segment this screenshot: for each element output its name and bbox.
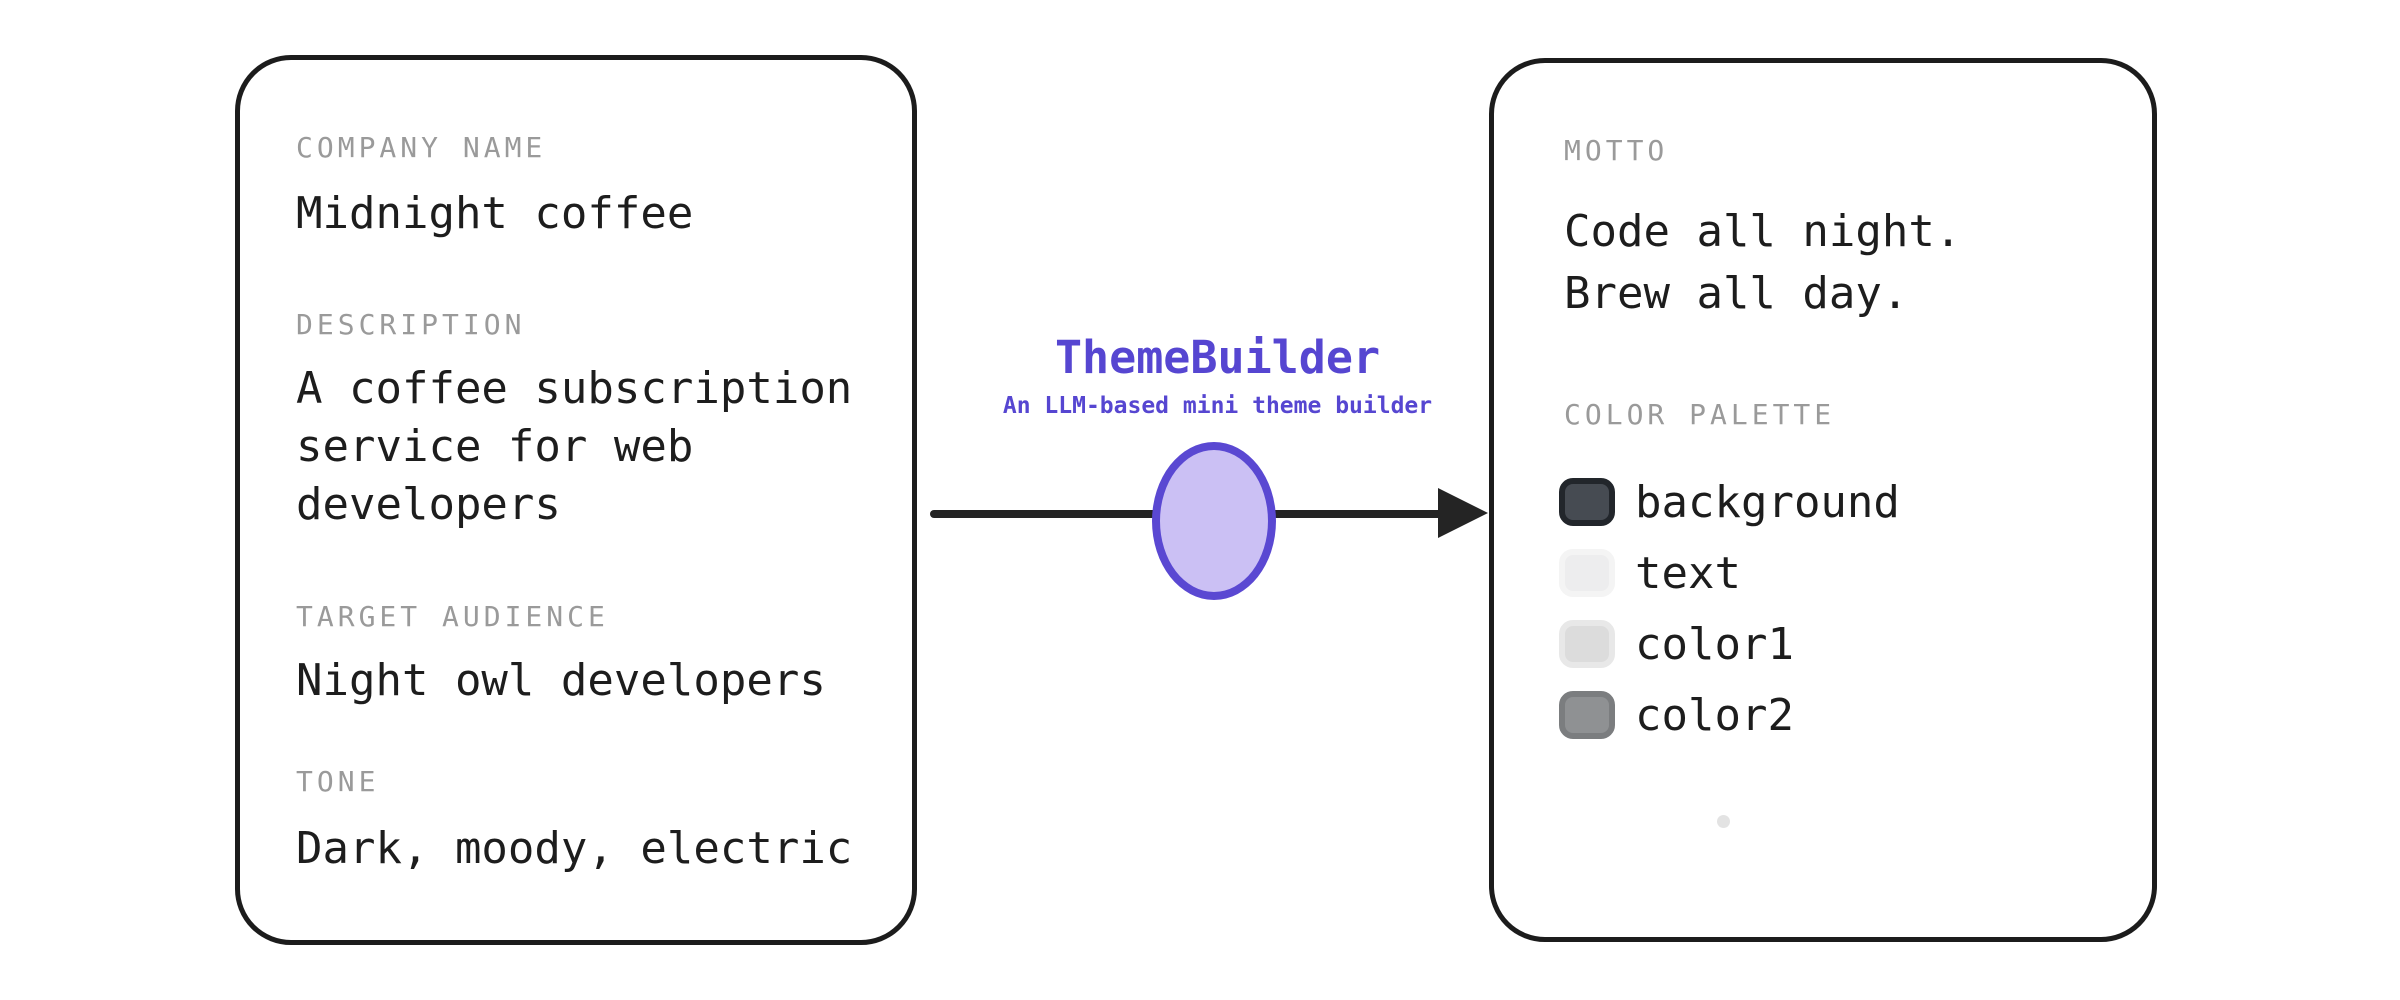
tone-value: Dark, moody, electric [296, 823, 853, 874]
palette-row-background: background [1559, 476, 1900, 528]
company-name-label: COMPANY NAME [296, 131, 547, 164]
processor-subtitle: An LLM-based mini theme builder [1002, 393, 1433, 419]
processor-node-icon [1152, 442, 1276, 600]
color1-swatch-name: color1 [1635, 618, 1794, 670]
color-palette-label: COLOR PALETTE [1564, 398, 1836, 431]
palette-row-color1: color1 [1559, 618, 1794, 670]
flow-arrow-head-icon [1438, 488, 1488, 538]
target-audience-label: TARGET AUDIENCE [296, 600, 609, 633]
text-swatch-icon [1559, 549, 1615, 597]
company-name-value: Midnight coffee [296, 188, 694, 239]
tone-label: TONE [296, 765, 380, 798]
decorative-dot [1717, 815, 1730, 828]
color1-swatch-icon [1559, 620, 1615, 668]
motto-value: Code all night. Brew all day. [1564, 201, 1961, 325]
input-card: COMPANY NAME Midnight coffee DESCRIPTION… [235, 55, 917, 945]
motto-line-2: Brew all day. [1564, 268, 1909, 319]
text-swatch-name: text [1635, 547, 1741, 599]
background-swatch-name: background [1635, 476, 1900, 528]
motto-line-1: Code all night. [1564, 206, 1962, 257]
color2-swatch-name: color2 [1635, 689, 1794, 741]
motto-label: MOTTO [1564, 134, 1669, 167]
palette-row-color2: color2 [1559, 689, 1794, 741]
processor-title: ThemeBuilder [1054, 331, 1381, 384]
description-value: A coffee subscription service for web de… [296, 363, 879, 530]
output-card: MOTTO Code all night. Brew all day. COLO… [1489, 58, 2157, 942]
palette-row-text: text [1559, 547, 1741, 599]
description-label: DESCRIPTION [296, 308, 526, 341]
target-audience-value: Night owl developers [296, 655, 826, 706]
color2-swatch-icon [1559, 691, 1615, 739]
background-swatch-icon [1559, 478, 1615, 526]
